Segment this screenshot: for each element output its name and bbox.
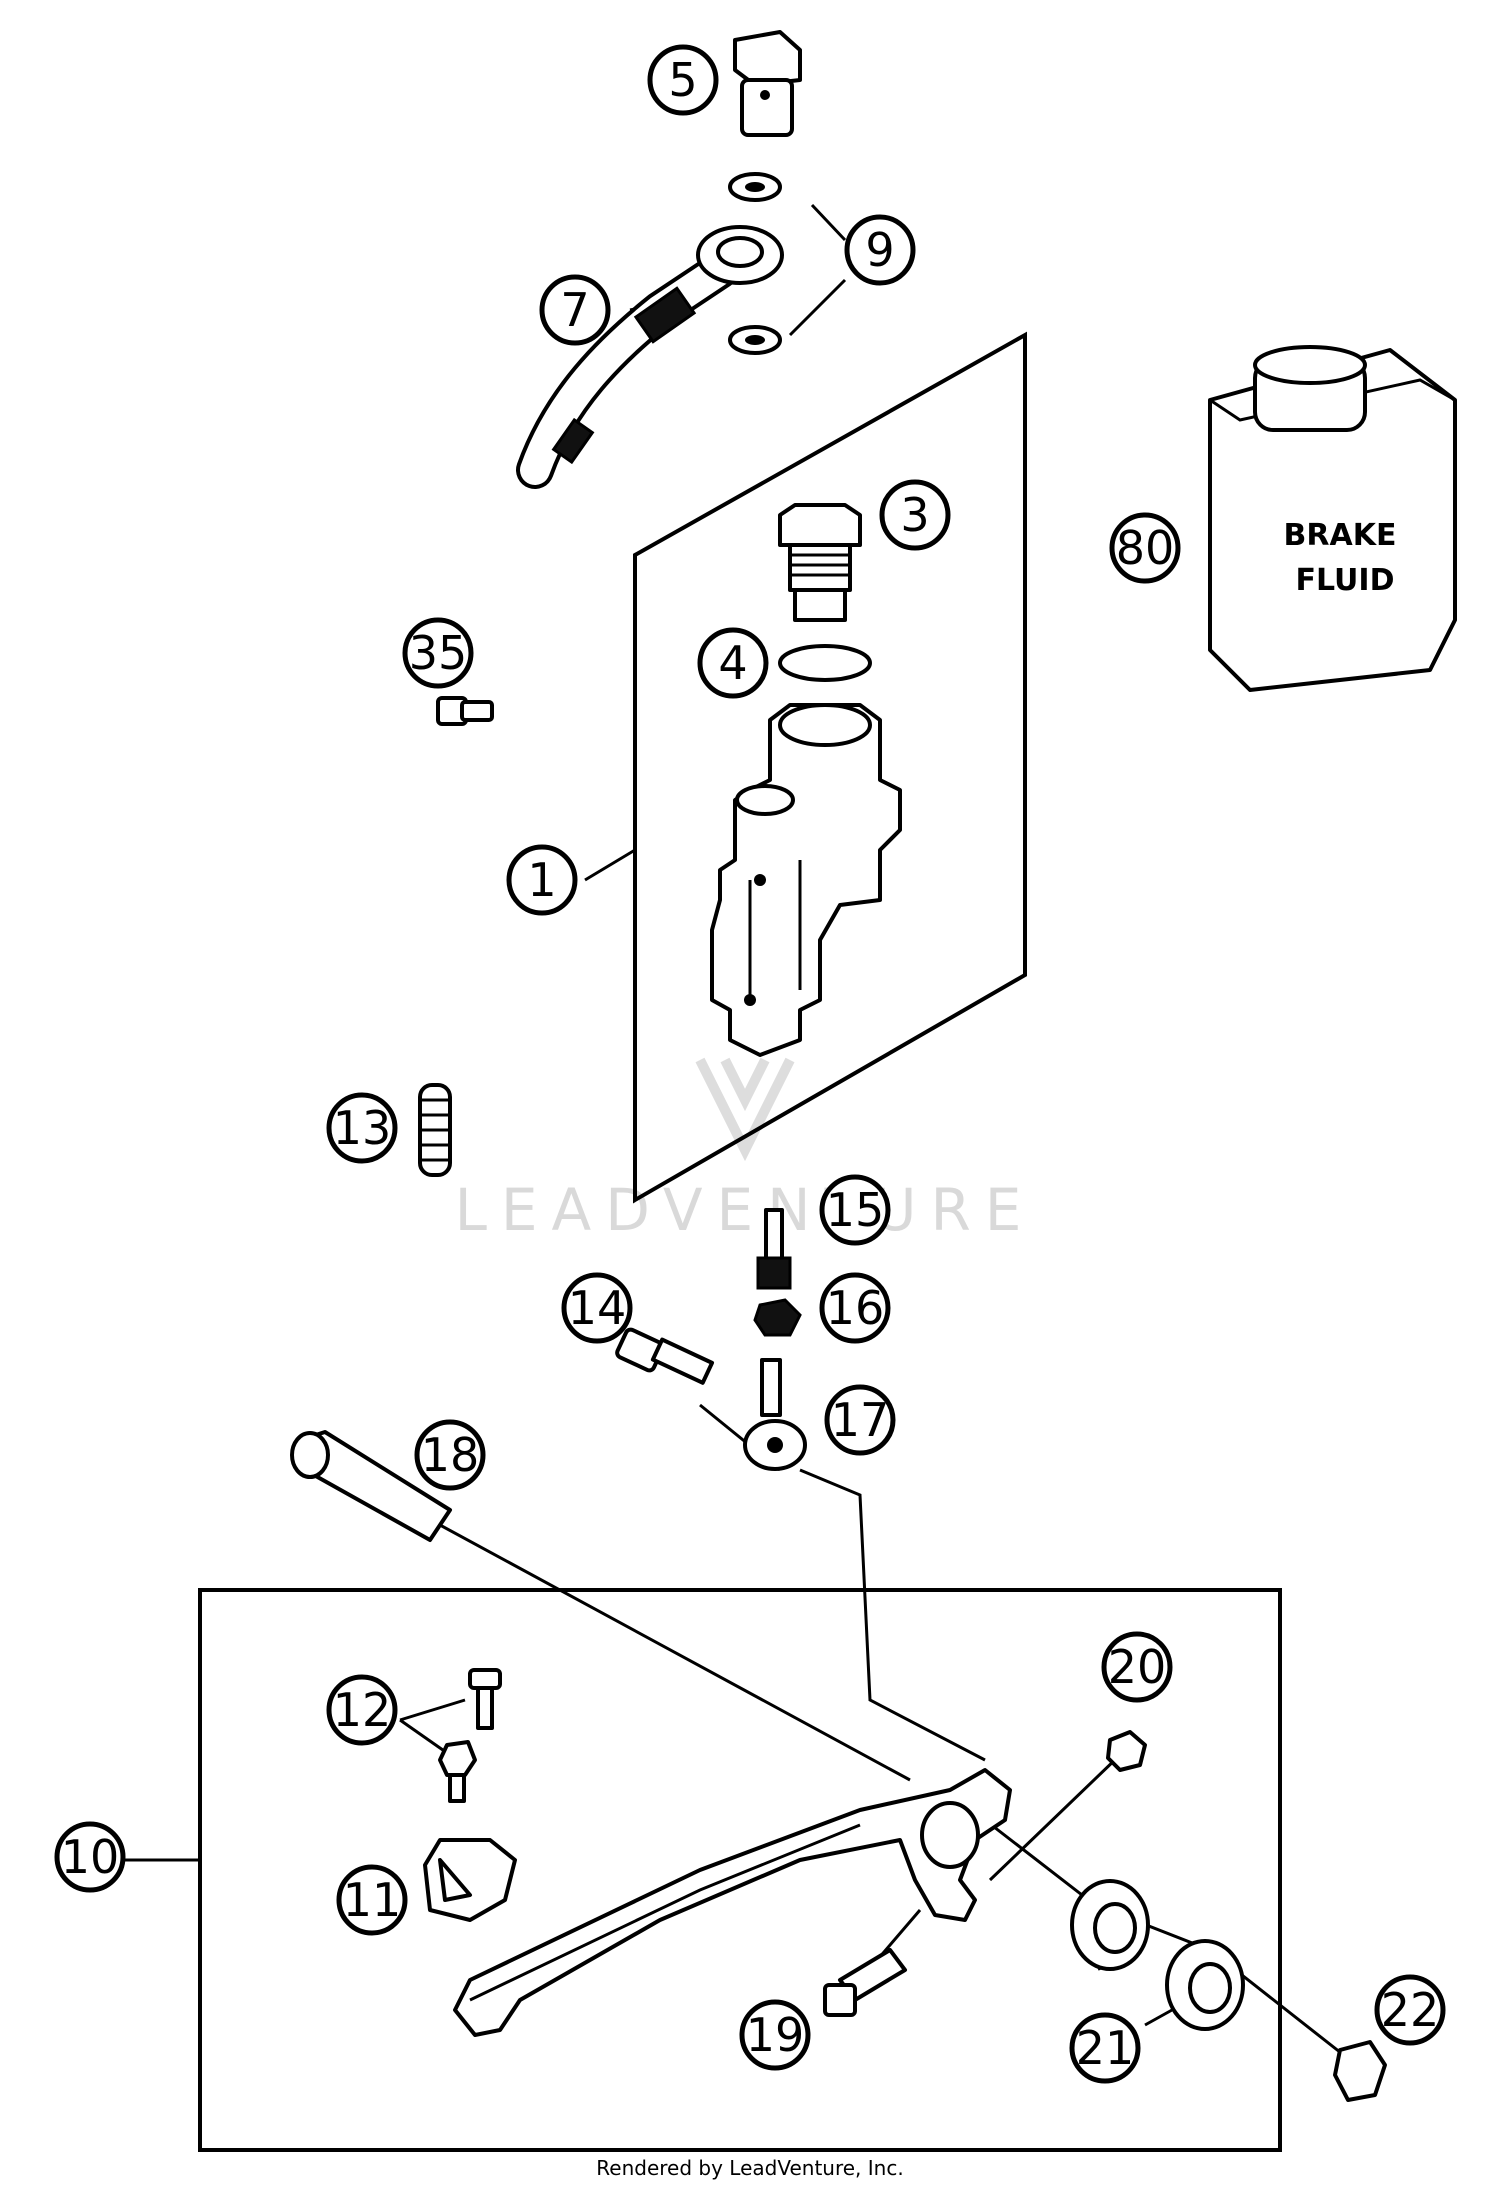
master-cylinder-part: [710, 703, 902, 1057]
brake-hose-part: [516, 225, 784, 489]
callout-number: 20: [1108, 1640, 1167, 1694]
callout-7: 7: [539, 274, 611, 346]
callout-number: 4: [718, 636, 747, 690]
spring-part: [418, 1083, 452, 1177]
callout-16: 16: [819, 1272, 891, 1344]
callout-circle: [1101, 1631, 1173, 1703]
callout-labels: 5 9 7 3 80 4 35 1 13 15 16 14 17 18 20 12 10 11 19 21 22: [54, 44, 1446, 2084]
callout-number: 80: [1116, 521, 1175, 575]
callout-circle: [1069, 2012, 1141, 2084]
callout-17: 17: [824, 1384, 896, 1456]
callout-number: 11: [343, 1873, 402, 1927]
clevis-bolt-part: [615, 1327, 715, 1385]
callout-circle: [697, 627, 769, 699]
callout-circle: [54, 1821, 126, 1893]
callout-circle: [506, 844, 578, 916]
callout-20: 20: [1101, 1631, 1173, 1703]
callout-circle: [819, 1174, 891, 1246]
callout-circle: [844, 214, 916, 286]
callout-18: 18: [414, 1419, 486, 1491]
fluid-can-label-line2: FLUID: [1296, 563, 1395, 598]
callout-number: 10: [61, 1830, 120, 1884]
callout-9: 9: [844, 214, 916, 286]
copper-washers-part: [728, 172, 782, 355]
callout-circle: [414, 1419, 486, 1491]
clevis-part: [743, 1358, 807, 1471]
master-cylinder-kit-panel: [633, 331, 1027, 1204]
callout-4: 4: [697, 627, 769, 699]
reservoir-fitting-part: [778, 503, 862, 622]
callout-15: 15: [819, 1174, 891, 1246]
callout-number: 1: [527, 853, 556, 907]
o-ring-part: [778, 644, 872, 682]
pedal-cam-part: [423, 1838, 517, 1922]
callout-number: 18: [421, 1428, 480, 1482]
callout-11: 11: [336, 1864, 408, 1936]
callout-number: 19: [746, 2008, 805, 2062]
stop-screw-part: [438, 1668, 502, 1803]
callout-number: 13: [333, 1101, 392, 1155]
callout-1: 1: [506, 844, 578, 916]
callout-80: 80: [1109, 512, 1181, 584]
callout-circle: [326, 1674, 398, 1746]
axle-nut-part: [1333, 2040, 1387, 2102]
callout-3: 3: [879, 479, 951, 551]
callout-35: 35: [402, 617, 474, 689]
callout-10: 10: [54, 1821, 126, 1893]
callout-number: 21: [1076, 2021, 1135, 2075]
callout-circle: [402, 617, 474, 689]
callout-number: 17: [831, 1393, 890, 1447]
callout-circle: [647, 44, 719, 116]
render-credit: Rendered by LeadVenture, Inc.: [596, 2156, 903, 2180]
callout-number: 14: [568, 1281, 627, 1335]
callout-circle: [824, 1384, 896, 1456]
callout-circle: [739, 1999, 811, 2071]
callout-number: 16: [826, 1281, 885, 1335]
brake-fluid-can-part: BRAKE FLUID: [1208, 345, 1457, 692]
small-bolt-part: [436, 696, 494, 726]
callout-number: 12: [333, 1683, 392, 1737]
callout-5: 5: [647, 44, 719, 116]
callout-21: 21: [1069, 2012, 1141, 2084]
callout-number: 5: [668, 53, 697, 107]
callout-circle: [879, 479, 951, 551]
callout-circle: [326, 1092, 398, 1164]
callout-circle: [1374, 1974, 1446, 2046]
pivot-bolt-part: [823, 1948, 907, 2017]
brake-pedal-arm-part: [453, 1768, 1012, 2037]
bearings-part: [1070, 1879, 1245, 2031]
callout-circle: [819, 1272, 891, 1344]
fluid-can-label-line1: BRAKE: [1284, 518, 1397, 553]
callout-number: 35: [409, 626, 468, 680]
callout-number: 7: [560, 283, 589, 337]
callout-circle: [539, 274, 611, 346]
pedal-shaft-part: [290, 1430, 452, 1542]
callout-22: 22: [1374, 1974, 1446, 2046]
callout-19: 19: [739, 1999, 811, 2071]
callout-circle: [1109, 512, 1181, 584]
pushrod-part: [756, 1208, 792, 1290]
callout-13: 13: [326, 1092, 398, 1164]
brake-pedal-assembly-box: [198, 1588, 1282, 2152]
callout-12: 12: [326, 1674, 398, 1746]
callout-number: 3: [900, 488, 929, 542]
callout-14: 14: [561, 1272, 633, 1344]
banjo-bolt-part: [733, 30, 802, 137]
callout-number: 15: [826, 1183, 885, 1237]
callout-circle: [561, 1272, 633, 1344]
watermark-text: LEADVENTURE: [455, 1176, 1036, 1244]
callout-circle: [336, 1864, 408, 1936]
callout-number: 22: [1381, 1983, 1440, 2037]
pivot-nut-part: [1106, 1730, 1147, 1772]
watermark: LEADVENTURE: [455, 1057, 1036, 1244]
pushrod-nut-part: [753, 1298, 802, 1337]
callout-number: 9: [865, 223, 894, 277]
